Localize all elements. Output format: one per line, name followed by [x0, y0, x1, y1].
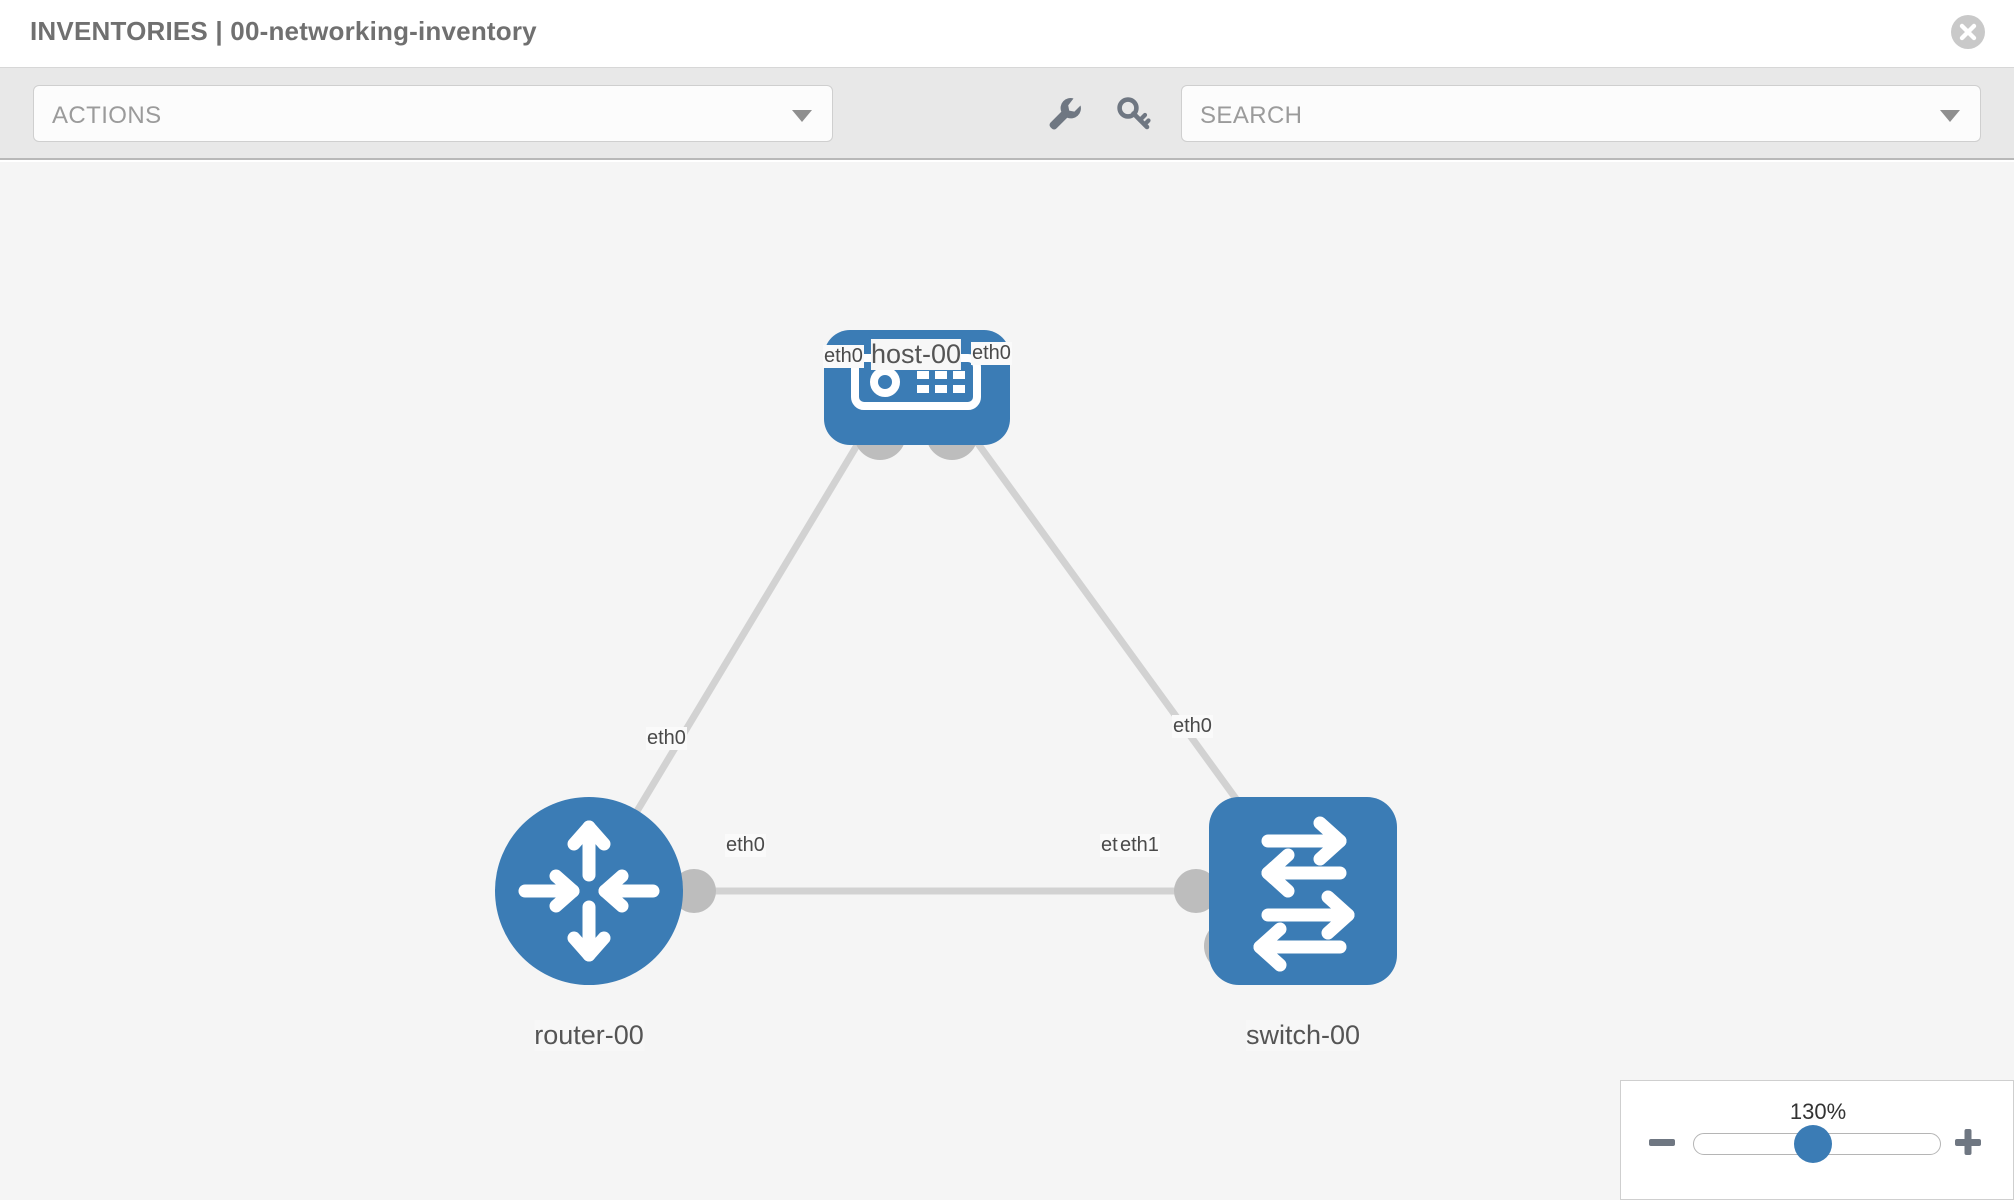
page-title: INVENTORIES | 00-networking-inventory	[30, 16, 537, 46]
iface-label: eth0	[1172, 715, 1213, 738]
zoom-level-value: 130%	[1789, 1099, 1847, 1124]
node-router-00[interactable]	[495, 797, 683, 985]
chevron-down-icon	[792, 110, 812, 122]
node-label-host: host-00	[870, 339, 962, 370]
search-placeholder: SEARCH	[1200, 102, 1303, 129]
switch-arrows-icon	[1253, 816, 1355, 972]
topology-graph[interactable]	[0, 162, 2014, 1200]
iface-circle-switch-left	[1174, 869, 1218, 913]
page-header: INVENTORIES | 00-networking-inventory	[0, 0, 2014, 68]
actions-dropdown[interactable]: ACTIONS	[33, 85, 833, 142]
key-icon[interactable]	[1113, 92, 1157, 136]
topology-edges	[586, 409, 1306, 895]
zoom-slider-thumb[interactable]	[1794, 1125, 1832, 1163]
close-icon[interactable]	[1950, 14, 1986, 50]
node-label-router: router-00	[534, 1020, 644, 1051]
iface-circle-router-right	[672, 869, 716, 913]
interface-endpoints	[672, 408, 1256, 972]
wrench-icon[interactable]	[1043, 92, 1087, 136]
iface-label: eth0	[971, 342, 1012, 365]
chevron-down-icon[interactable]	[1940, 110, 1960, 122]
iface-label: eth1	[1119, 834, 1160, 857]
zoom-control-panel: 130%	[1620, 1080, 2014, 1200]
plus-icon[interactable]	[1951, 1125, 1985, 1159]
node-switch-00[interactable]	[1209, 797, 1397, 985]
iface-label: eth0	[725, 834, 766, 857]
router-arrows-icon	[518, 820, 660, 962]
node-label-switch: switch-00	[1245, 1020, 1361, 1051]
iface-label: eth0	[823, 345, 864, 368]
iface-label: eth0	[646, 727, 687, 750]
topology-canvas[interactable]: host-00 router-00 switch-00 eth0 eth0 et…	[0, 162, 2014, 1200]
search-input[interactable]: SEARCH	[1181, 85, 1981, 142]
minus-icon[interactable]	[1645, 1125, 1679, 1159]
actions-dropdown-label: ACTIONS	[52, 102, 162, 129]
